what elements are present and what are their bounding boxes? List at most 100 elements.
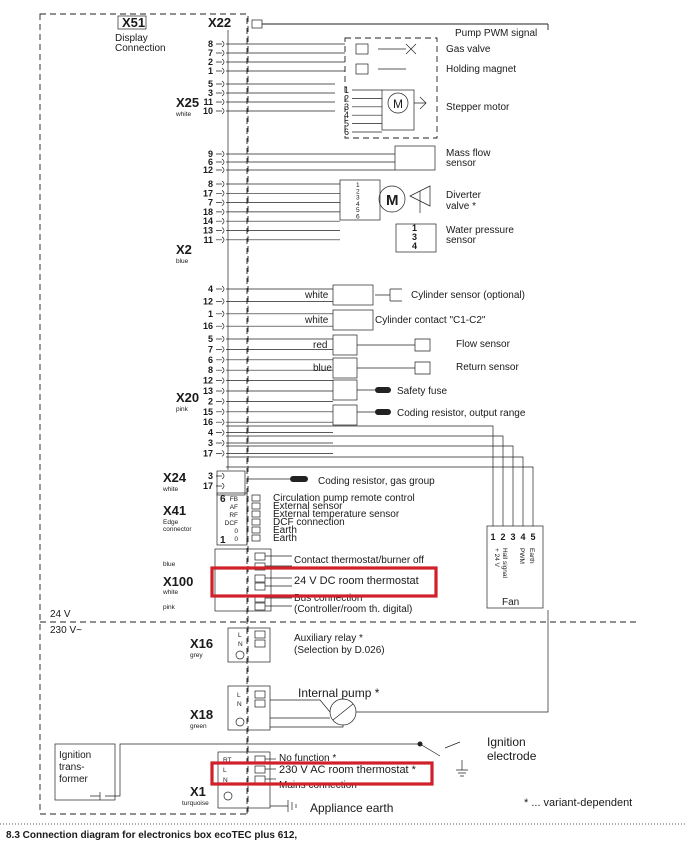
highlight-230v-thermostat <box>210 761 434 786</box>
x20-label: X20 <box>176 390 199 405</box>
x16-label: X16 <box>190 636 213 651</box>
fan-pin-4: 4 <box>520 532 525 542</box>
svg-text:M: M <box>393 97 403 111</box>
x100-item-1: Contact thermostat/burner off <box>294 555 424 566</box>
x25c-pin-contact <box>216 158 225 166</box>
mass-flow-label: Mass flow <box>446 148 491 159</box>
x20-pin-contact <box>216 377 225 384</box>
stepper-pin-4: 4 <box>344 110 349 120</box>
x25c-pin-contact <box>216 166 225 174</box>
x20-pin-5: 5 <box>208 334 213 344</box>
fan-pin-5: 5 <box>530 532 535 542</box>
x25b-pin-contact <box>216 107 225 115</box>
x20-pin-contact <box>216 335 225 343</box>
x20-pin-contact <box>216 429 225 436</box>
x25a-pin-contact <box>216 40 225 48</box>
x1-label: X1 <box>190 784 206 799</box>
display-label-1: Display <box>115 33 148 44</box>
x25a-pin-7: 7 <box>208 48 213 58</box>
x24-label: X24 <box>163 470 187 485</box>
x2b-pin-contact <box>216 285 225 293</box>
fan-pin-label-0: + 24 V <box>493 548 500 568</box>
diverter-pin-3: 3 <box>356 195 360 202</box>
x100-terminal <box>254 582 266 591</box>
diverter-label: Diverter <box>446 190 482 201</box>
x20-pin-3: 3 <box>208 438 213 448</box>
x51-title: X51 <box>122 15 145 30</box>
x18-color: green <box>190 723 207 730</box>
caption: 8.3 Connection diagram for electronics b… <box>6 830 297 841</box>
x20-pin-contact <box>216 450 225 457</box>
diverter-label-2: valve * <box>446 201 476 212</box>
coding-output-label: Coding resistor, output range <box>397 408 526 419</box>
x25b-pin-5: 5 <box>208 79 213 89</box>
x25a-pin-contact <box>216 67 225 75</box>
x41-code-2: RF <box>229 512 238 519</box>
x41-bottom-num: 1 <box>220 535 226 546</box>
x41-code-4: 0 <box>234 528 238 535</box>
x100-item-2: 24 V DC room thermostat <box>294 575 419 587</box>
stepper-pin-6: 6 <box>344 127 349 137</box>
safety-fuse-label: Safety fuse <box>397 386 447 397</box>
x25c-pin-6: 6 <box>208 157 213 167</box>
x41-color-2: connector <box>163 526 192 533</box>
x20-pin-contact <box>216 418 225 426</box>
x18-label: X18 <box>190 707 213 722</box>
stepper-pin-2: 2 <box>344 93 349 103</box>
x100-side-color-pink: pink <box>163 604 176 611</box>
x2-label: X2 <box>176 242 192 257</box>
x41-code-5: 0 <box>234 536 238 543</box>
holding-magnet-label: Holding magnet <box>446 64 516 75</box>
fan-wire <box>226 435 504 520</box>
x2a-pin-8: 8 <box>208 179 213 189</box>
x25a-pin-8: 8 <box>208 39 213 49</box>
x2a-pin-18: 18 <box>203 207 213 217</box>
diverter-pin-1: 1 <box>356 182 360 189</box>
x1-pin-N: N <box>223 777 228 784</box>
x25c-pin-9: 9 <box>208 149 213 159</box>
internal-pump-label: Internal pump * <box>298 686 380 700</box>
stepper-pin-1: 1 <box>344 85 349 95</box>
fan-label: Fan <box>502 597 519 608</box>
stepper-motor-label: Stepper motor <box>446 102 510 113</box>
x2a-pin-11: 11 <box>203 235 213 245</box>
x24-connector: X24 white 317 Coding resistor, gas group <box>162 470 435 496</box>
highlight-24v-thermostat <box>210 566 438 598</box>
appliance-earth-label: Appliance earth <box>310 801 393 815</box>
x16-connector: X16 grey LN Auxiliary relay * (Selection… <box>190 627 385 663</box>
diverter-pin-6: 6 <box>356 214 360 221</box>
voltage-low: 24 V <box>50 609 71 620</box>
ign-trans-3: former <box>59 774 89 785</box>
cyl-contact-wire-color: white <box>304 315 329 326</box>
ign-electrode-2: electrode <box>487 749 537 763</box>
fan-pin-3: 3 <box>510 532 515 542</box>
x24-pin-contact <box>216 482 225 490</box>
x41-item-2: External temperature sensor <box>273 509 400 520</box>
x1-item-2: 230 V AC room thermostat * <box>279 764 417 776</box>
x20-pin-16: 16 <box>203 417 213 427</box>
fan-pin-label-3: Earth <box>528 548 535 564</box>
ign-trans-1: Ignition <box>59 750 91 761</box>
x1-item-1: No function * <box>279 753 336 764</box>
stepper-pin-5: 5 <box>344 119 349 129</box>
x18-pin-N: N <box>237 701 242 708</box>
x100-side-color-blue: blue <box>163 561 176 568</box>
x16-item-1: Auxiliary relay * <box>294 633 363 644</box>
x20-pin-contact <box>216 387 225 395</box>
water-pressure-label-2: sensor <box>446 235 477 246</box>
x20-pin-6: 6 <box>208 355 213 365</box>
x2a-pin-14: 14 <box>203 216 213 226</box>
x41-item-0: Circulation pump remote control <box>273 493 415 504</box>
x2a-pin-contact <box>216 180 225 188</box>
ign-trans-2: trans- <box>59 762 85 773</box>
x2a-pin-contact <box>216 227 225 234</box>
x20-pin-17: 17 <box>203 448 213 458</box>
x100-terminal <box>254 574 266 583</box>
ign-electrode-1: Ignition <box>487 735 526 749</box>
x22-label: X22 <box>208 15 231 30</box>
